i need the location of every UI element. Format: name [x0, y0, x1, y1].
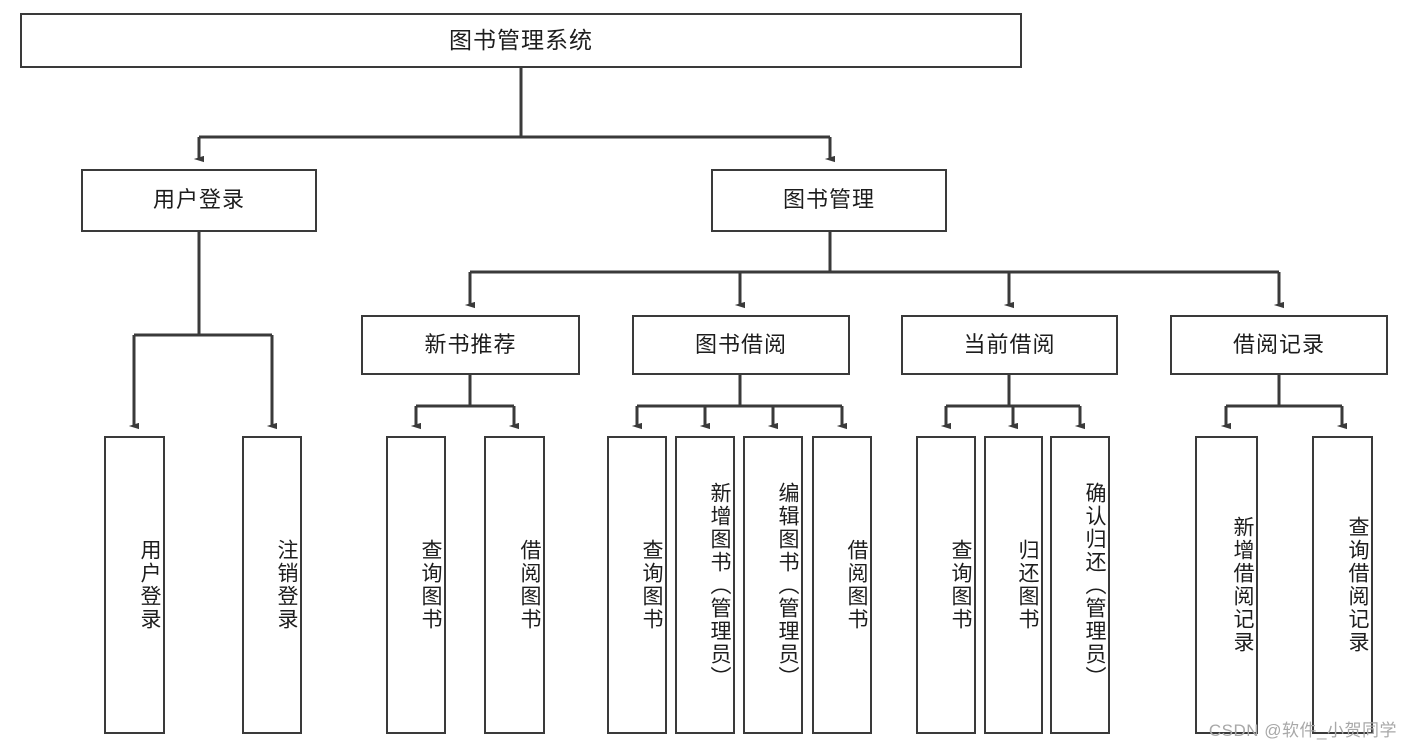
leaf-label: 查询图书: [949, 539, 972, 631]
leaf-query-book-borrow[interactable]: 查询图书: [607, 436, 667, 734]
leaf-label: 查询借阅记录: [1346, 516, 1369, 654]
leaf-user-logout[interactable]: 注销登录: [242, 436, 302, 734]
leaf-return-book[interactable]: 归还图书: [984, 436, 1043, 734]
csdn-watermark: CSDN @软件_小贺同学: [1208, 721, 1397, 740]
leaf-borrow-book[interactable]: 借阅图书: [812, 436, 872, 734]
node-book-management[interactable]: 图书管理: [711, 169, 947, 232]
leaf-label: 新增借阅记录: [1231, 516, 1254, 654]
leaf-label: 注销登录: [275, 539, 298, 631]
leaf-user-login[interactable]: 用户登录: [104, 436, 165, 734]
leaf-add-borrow-record[interactable]: 新增借阅记录: [1195, 436, 1258, 734]
leaf-label: 确认归还（管理员）: [1083, 481, 1106, 689]
leaf-borrow-book-newbook[interactable]: 借阅图书: [484, 436, 545, 734]
node-borrow-record[interactable]: 借阅记录: [1170, 315, 1388, 375]
leaf-label: 借阅图书: [518, 539, 541, 631]
leaf-label: 查询图书: [640, 539, 663, 631]
leaf-query-borrow-record[interactable]: 查询借阅记录: [1312, 436, 1373, 734]
leaf-label: 编辑图书（管理员）: [776, 481, 799, 689]
leaf-label: 新增图书（管理员）: [708, 481, 731, 689]
leaf-edit-book-admin[interactable]: 编辑图书（管理员）: [743, 436, 803, 734]
node-book-borrow[interactable]: 图书借阅: [632, 315, 850, 375]
leaf-add-book-admin[interactable]: 新增图书（管理员）: [675, 436, 735, 734]
node-root-system[interactable]: 图书管理系统: [20, 13, 1022, 68]
leaf-label: 归还图书: [1016, 539, 1039, 631]
leaf-label: 用户登录: [138, 539, 161, 631]
leaf-query-book-newbook[interactable]: 查询图书: [386, 436, 446, 734]
leaf-query-book-current[interactable]: 查询图书: [916, 436, 976, 734]
leaf-label: 借阅图书: [845, 539, 868, 631]
leaf-label: 查询图书: [419, 539, 442, 631]
node-current-borrow[interactable]: 当前借阅: [901, 315, 1118, 375]
node-user-login[interactable]: 用户登录: [81, 169, 317, 232]
node-new-book-recommend[interactable]: 新书推荐: [361, 315, 580, 375]
leaf-confirm-return-admin[interactable]: 确认归还（管理员）: [1050, 436, 1110, 734]
